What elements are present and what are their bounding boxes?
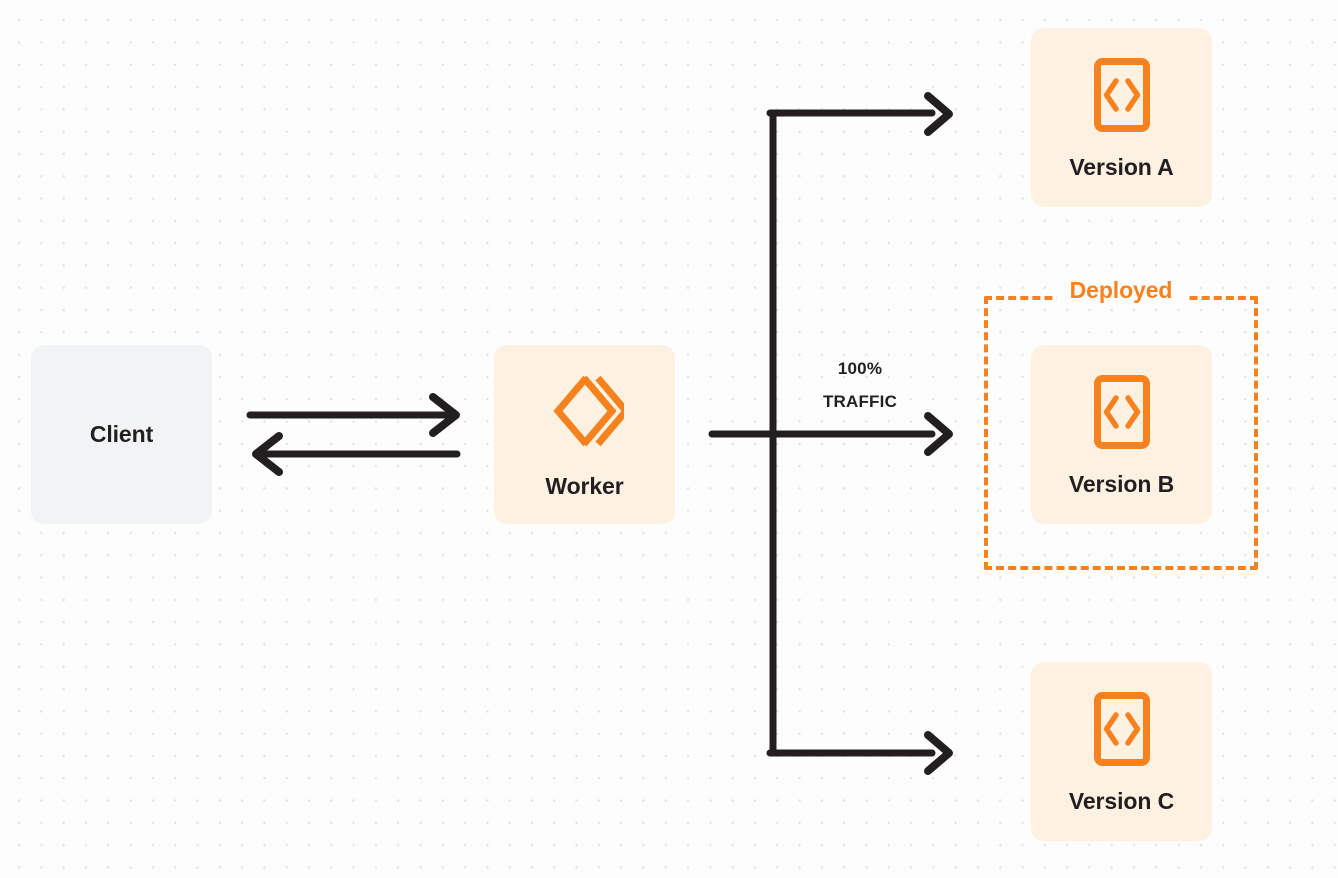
cloudflare-workers-logo-icon xyxy=(546,372,631,455)
node-version-a-label: Version A xyxy=(1069,153,1174,180)
traffic-percent: 100% xyxy=(837,359,883,378)
connector-worker-to-version-a xyxy=(766,92,953,136)
connector-worker-to-client xyxy=(252,432,461,476)
traffic-word: TRAFFIC xyxy=(822,392,898,412)
node-worker-label: Worker xyxy=(545,472,624,499)
node-client[interactable]: Client xyxy=(31,345,212,524)
connector-worker-to-version-c xyxy=(766,731,953,775)
node-version-b-label: Version B xyxy=(1068,470,1175,497)
node-client-label: Client xyxy=(89,421,154,447)
traffic-label: 100% TRAFFIC xyxy=(790,352,930,418)
node-version-a[interactable]: Version A xyxy=(1031,28,1212,207)
code-brackets-icon xyxy=(1093,374,1151,455)
code-brackets-icon xyxy=(1093,691,1151,772)
connector-worker-to-version-b xyxy=(708,412,953,456)
node-version-c-label: Version C xyxy=(1068,787,1175,814)
node-worker[interactable]: Worker xyxy=(494,345,675,524)
node-version-c[interactable]: Version C xyxy=(1031,662,1212,841)
code-brackets-icon xyxy=(1093,57,1151,138)
connector-client-to-worker xyxy=(246,393,460,437)
node-version-b[interactable]: Version B xyxy=(1031,345,1212,524)
deployed-group-label: Deployed xyxy=(1056,279,1186,302)
